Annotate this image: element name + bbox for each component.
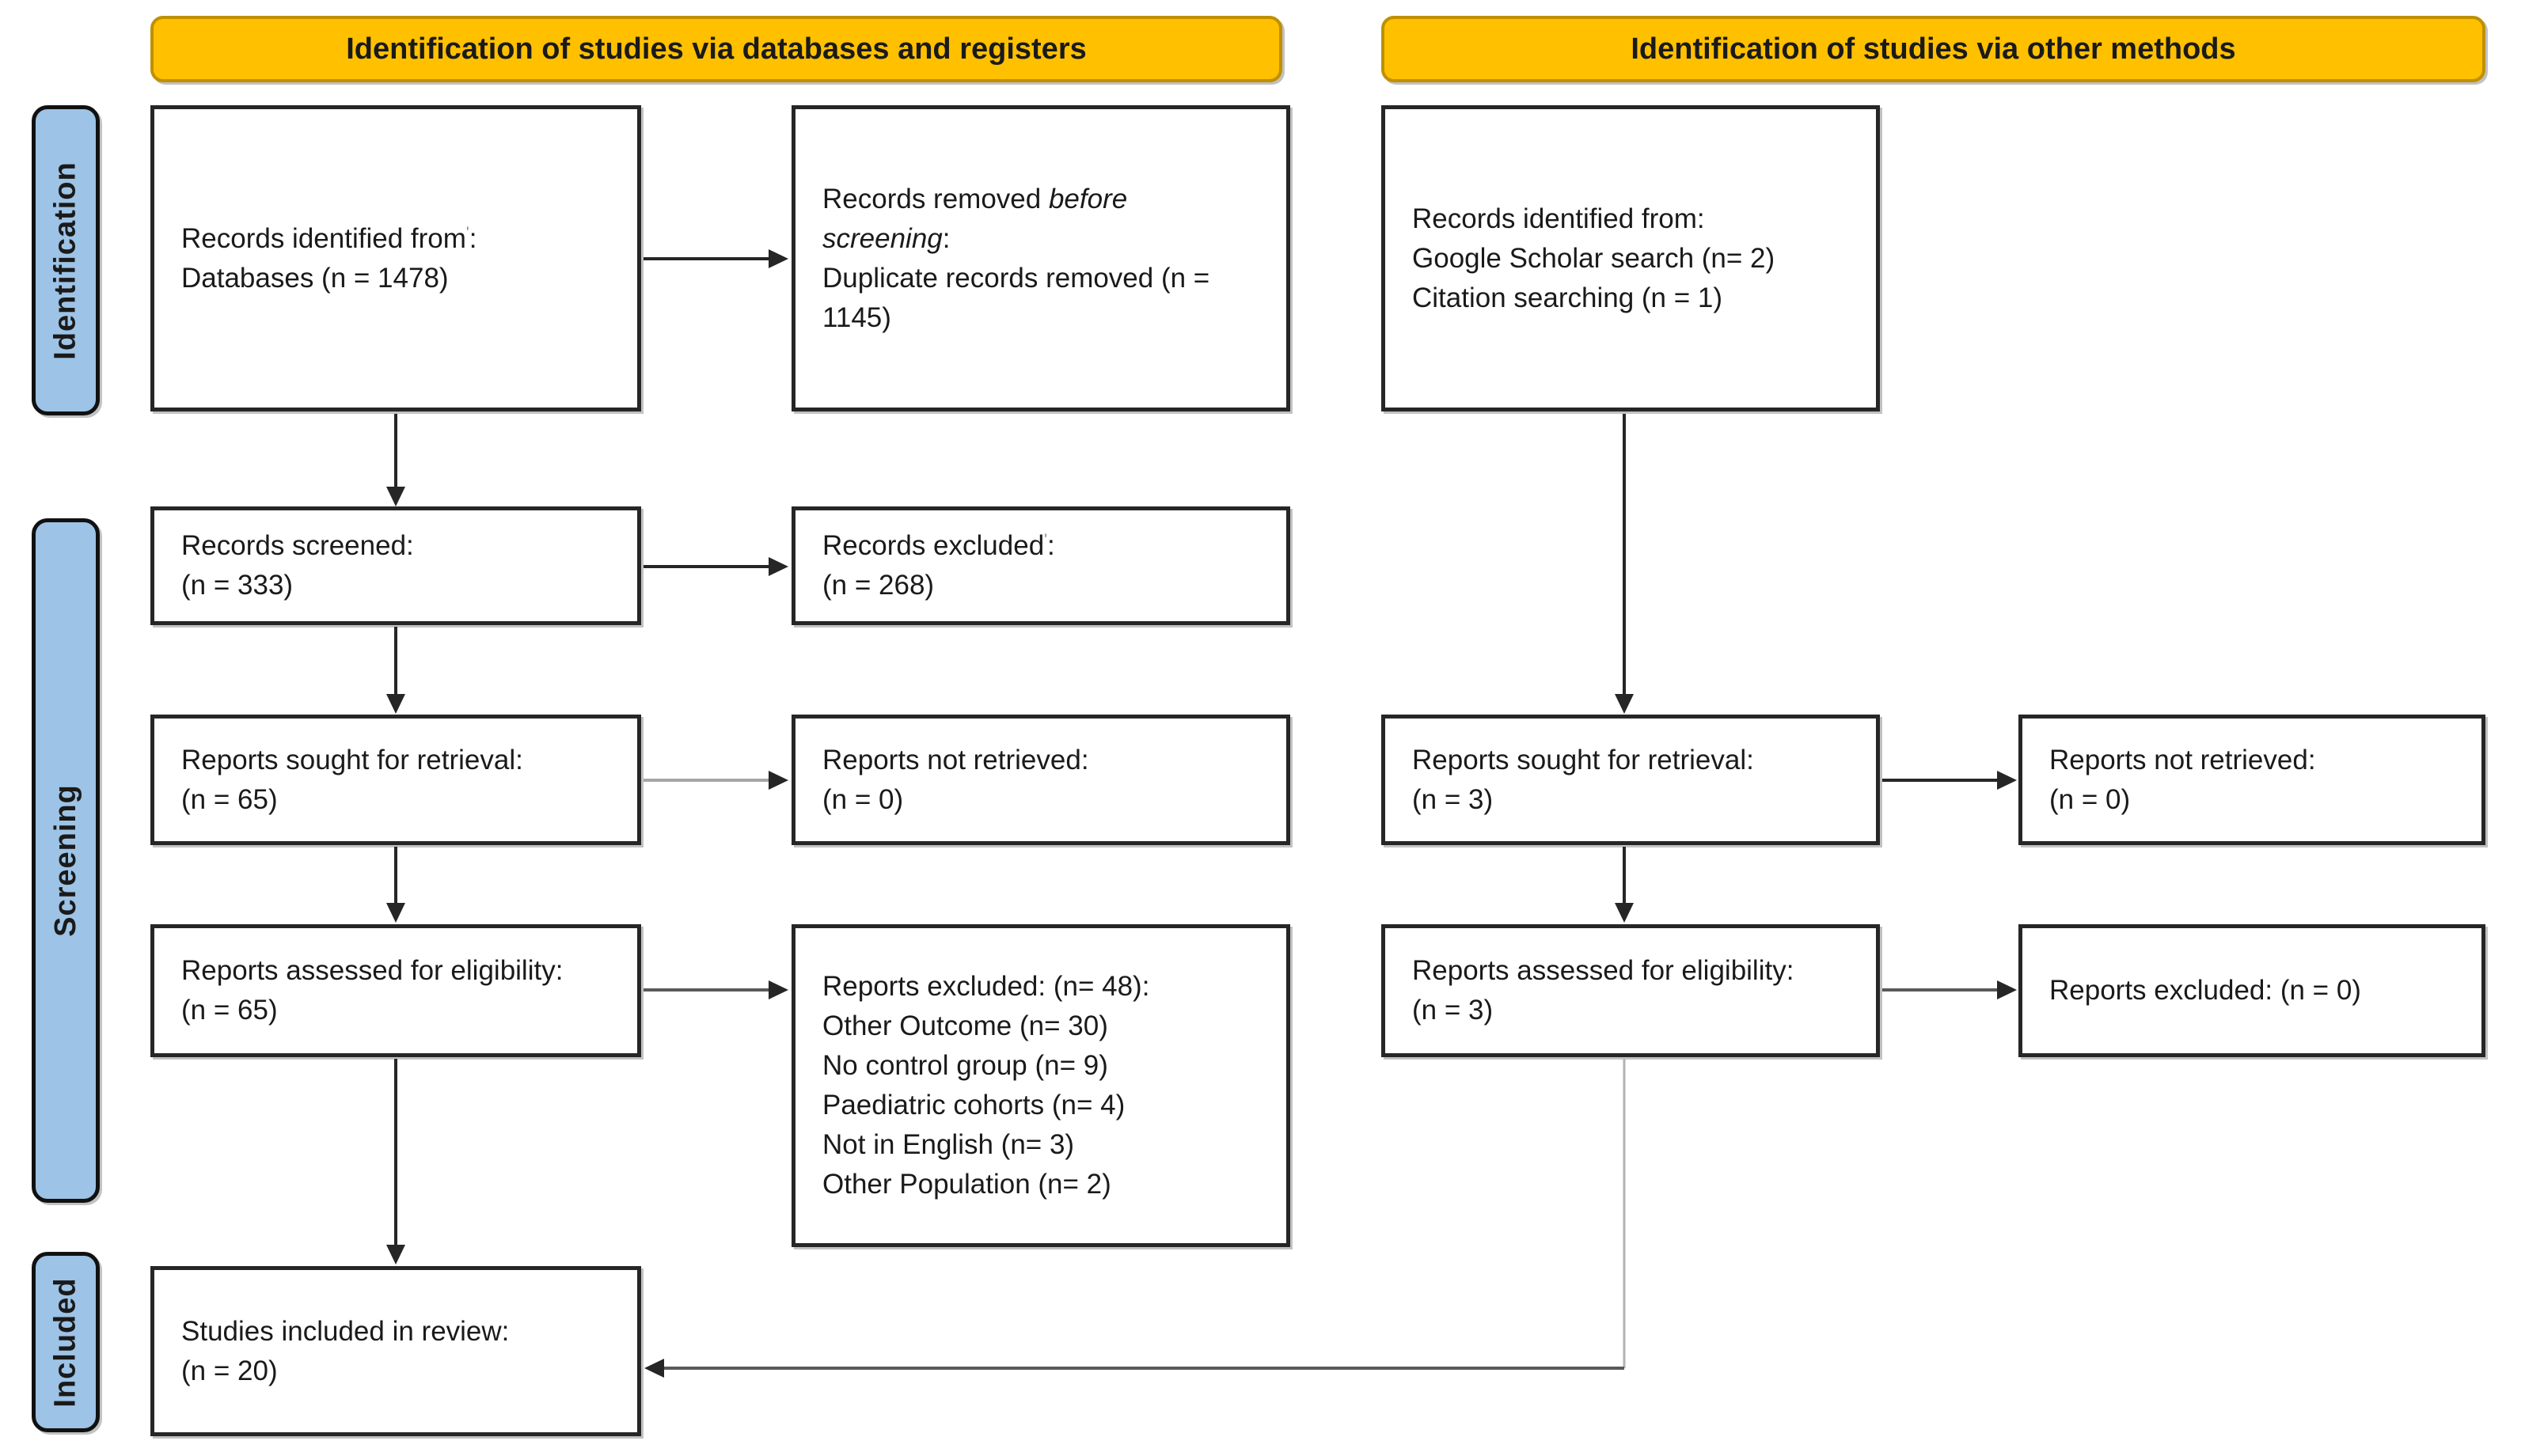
footnote-mark: ' (1044, 531, 1047, 549)
box-line: (n = 3) (1412, 995, 1494, 1026)
box-reports-assessed-databases: Reports assessed for eligibility: (n = 6… (150, 924, 641, 1057)
stage-identification-label: Identification (48, 161, 82, 360)
stage-screening-label: Screening (48, 784, 82, 937)
box-line: Records removed before screening: (822, 183, 1128, 254)
box-reports-sought-other: Reports sought for retrieval: (n = 3) (1381, 715, 1880, 845)
box-line: Reports sought for retrieval: (181, 744, 523, 775)
box-line: Studies included in review: (181, 1315, 510, 1347)
arrowhead-right-icon (769, 771, 788, 790)
box-reports-sought-databases: Reports sought for retrieval: (n = 65) (150, 715, 641, 845)
arrowhead-right-icon (769, 980, 788, 999)
box-reports-not-retrieved-databases: Reports not retrieved: (n = 0) (792, 715, 1290, 845)
arrowhead-right-icon (1997, 980, 2017, 999)
arrowhead-down-icon (386, 694, 405, 714)
exclusion-reason: Paediatric cohorts (n= 4) (822, 1090, 1126, 1120)
arrowhead-down-icon (386, 1245, 405, 1265)
box-line: Citation searching (n = 1) (1412, 282, 1723, 313)
box-line: (n = 20) (181, 1355, 278, 1386)
box-reports-excluded-reasons: Reports excluded: (n= 48): Other Outcome… (792, 924, 1290, 1247)
box-line: Records excluded': (822, 530, 1055, 561)
box-records-screened: Records screened: (n = 333) (150, 506, 641, 625)
stage-included-label: Included (48, 1276, 82, 1408)
box-line: (n = 65) (181, 783, 278, 815)
box-line: Reports sought for retrieval: (1412, 744, 1754, 775)
banner-databases-registers: Identification of studies via databases … (150, 16, 1282, 82)
box-line: (n = 333) (181, 570, 294, 601)
box-line: Records identified from': (181, 222, 477, 254)
box-line: Records screened: (181, 530, 414, 561)
box-reports-not-retrieved-other: Reports not retrieved: (n = 0) (2018, 715, 2485, 845)
box-line: Records identified from: (1412, 203, 1705, 234)
arrowhead-right-icon (1997, 771, 2017, 790)
box-line: Reports excluded: (n= 48): (822, 971, 1150, 1002)
box-records-identified-databases: Records identified from': Databases (n =… (150, 105, 641, 411)
box-records-excluded: Records excluded': (n = 268) (792, 506, 1290, 625)
banner-right-label: Identification of studies via other meth… (1631, 32, 2236, 66)
exclusion-reason: Other Population (n= 2) (822, 1169, 1111, 1200)
exclusion-reason: Not in English (n= 3) (822, 1129, 1075, 1160)
arrowhead-down-icon (1615, 694, 1634, 714)
stage-identification: Identification (32, 105, 100, 415)
stage-screening: Screening (32, 518, 100, 1203)
banner-left-label: Identification of studies via databases … (346, 32, 1087, 66)
stage-included: Included (32, 1252, 100, 1432)
box-line: (n = 0) (2049, 783, 2131, 815)
box-records-removed-before-screening: Records removed before screening: Duplic… (792, 105, 1290, 411)
box-line: Databases (n = 1478) (181, 262, 449, 294)
box-line: Reports not retrieved: (2049, 744, 2316, 775)
box-line: Duplicate records removed (n = 1145) (822, 262, 1210, 333)
arrowhead-right-icon (769, 557, 788, 576)
banner-other-methods: Identification of studies via other meth… (1381, 16, 2485, 82)
arrowhead-down-icon (1615, 903, 1634, 923)
box-line: (n = 3) (1412, 783, 1494, 815)
box-line: Reports not retrieved: (822, 744, 1089, 775)
box-line: Reports assessed for eligibility: (181, 955, 564, 986)
box-line: Reports excluded: (n = 0) (2049, 975, 2361, 1006)
box-line: (n = 0) (822, 783, 904, 815)
box-line: (n = 268) (822, 570, 935, 601)
footnote-mark: ' (465, 223, 469, 241)
box-records-identified-other: Records identified from: Google Scholar … (1381, 105, 1880, 411)
box-line: Google Scholar search (n= 2) (1412, 242, 1775, 274)
box-reports-assessed-other: Reports assessed for eligibility: (n = 3… (1381, 924, 1880, 1057)
arrowhead-down-icon (386, 903, 405, 923)
exclusion-reason: No control group (n= 9) (822, 1050, 1108, 1081)
arrowhead-right-icon (769, 249, 788, 268)
box-studies-included: Studies included in review: (n = 20) (150, 1266, 641, 1436)
exclusion-reason: Other Outcome (n= 30) (822, 1010, 1108, 1041)
box-line: Reports assessed for eligibility: (1412, 955, 1794, 986)
box-reports-excluded-other: Reports excluded: (n = 0) (2018, 924, 2485, 1057)
arrowhead-down-icon (386, 487, 405, 506)
arrowhead-left-icon (644, 1359, 664, 1378)
box-line: (n = 65) (181, 995, 278, 1026)
